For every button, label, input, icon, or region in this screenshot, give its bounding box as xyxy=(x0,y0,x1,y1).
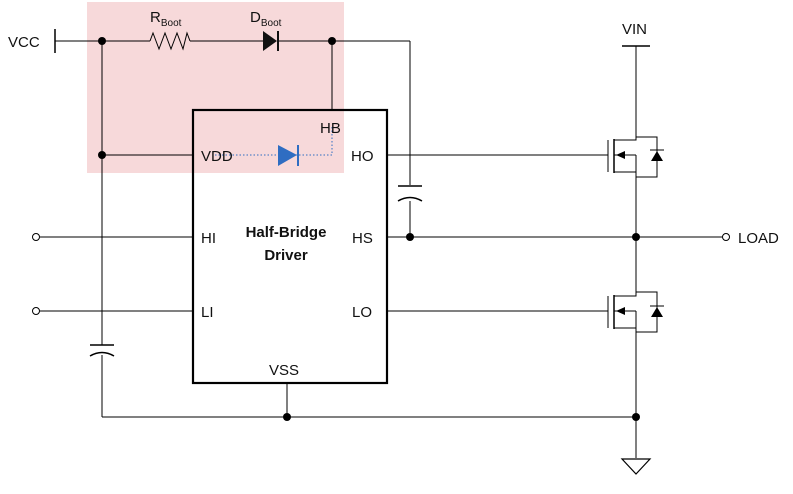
pin-vdd-label: VDD xyxy=(201,148,233,165)
wires xyxy=(40,40,722,458)
r-boot-resistor-icon xyxy=(149,31,191,51)
pin-li-label: LI xyxy=(201,304,214,321)
internal-diode-icon xyxy=(278,145,297,166)
ground-icon xyxy=(620,458,652,475)
li-terminal xyxy=(32,307,40,315)
pin-vss-label: VSS xyxy=(269,362,299,379)
low-side-mosfet-icon xyxy=(607,291,664,333)
vcc-capacitor-icon xyxy=(89,344,115,357)
internal-bootstrap-path xyxy=(215,127,333,166)
r-boot-label-main: R xyxy=(150,9,161,26)
load-terminal xyxy=(722,233,730,241)
r-boot-label: RBoot xyxy=(150,9,182,29)
d-boot-label-main: D xyxy=(250,9,261,26)
pin-lo-label: LO xyxy=(352,304,372,321)
half-bridge-driver-chip xyxy=(191,108,389,385)
bootstrap-capacitor-icon xyxy=(397,185,423,202)
d-boot-label-sub: Boot xyxy=(261,18,282,29)
pin-hi-label: HI xyxy=(201,230,216,247)
chip-title-line2: Driver xyxy=(264,247,308,264)
r-boot-label-sub: Boot xyxy=(161,18,182,29)
junction-dots xyxy=(98,37,640,421)
pin-hs-label: HS xyxy=(352,230,373,247)
vcc-label: VCC xyxy=(8,34,40,51)
bootstrap-highlight-region xyxy=(87,2,344,173)
pin-hb-label: HB xyxy=(320,120,341,137)
d-boot-diode-icon xyxy=(263,31,277,51)
hi-terminal xyxy=(32,233,40,241)
high-side-mosfet-icon xyxy=(607,136,664,178)
chip-title-line1: Half-Bridge xyxy=(246,224,327,241)
pin-ho-label: HO xyxy=(351,148,374,165)
vin-label: VIN xyxy=(622,21,647,38)
d-boot-label: DBoot xyxy=(250,9,282,29)
load-label: LOAD xyxy=(738,230,779,247)
